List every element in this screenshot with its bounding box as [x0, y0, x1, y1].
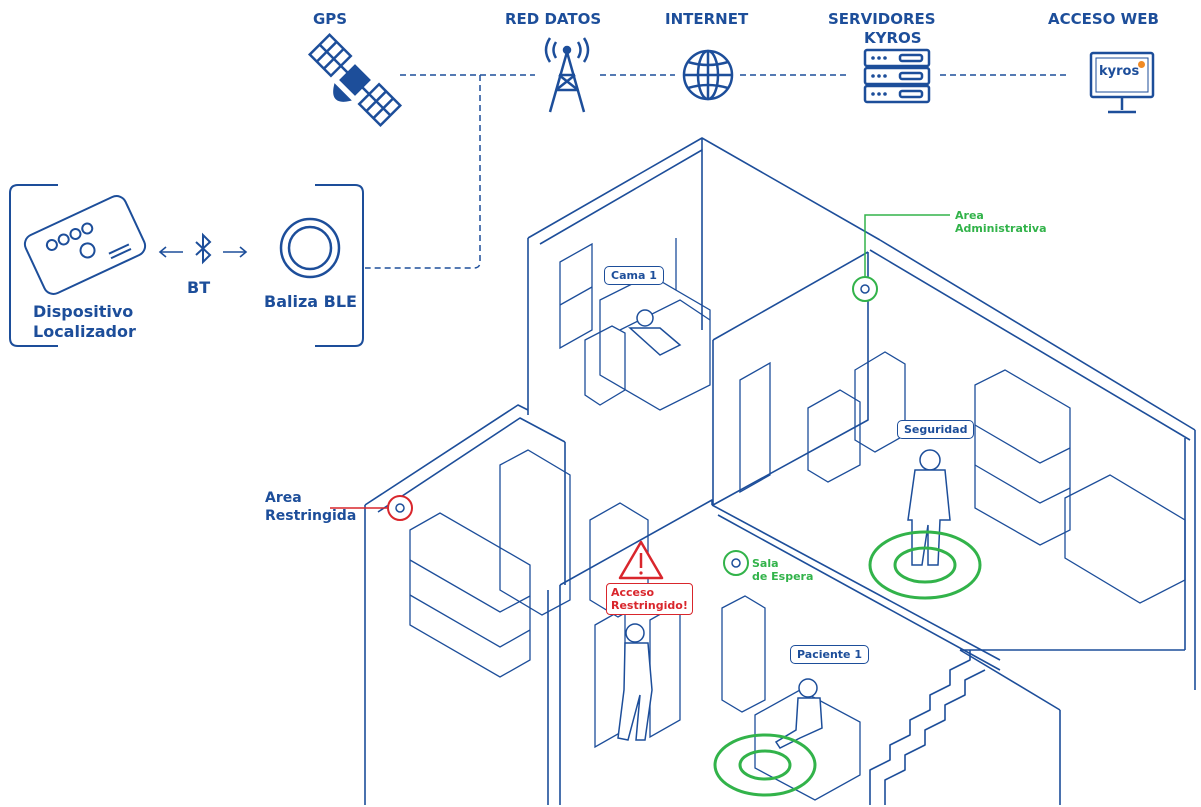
internet-label: INTERNET — [665, 10, 749, 28]
area-administrativa-label-1: Area — [955, 209, 984, 222]
seguridad-tag: Seguridad — [897, 420, 975, 439]
gps-label: GPS — [313, 10, 348, 28]
guard-figure-icon — [907, 449, 951, 566]
area-administrativa-label-2: Administrativa — [955, 222, 1047, 235]
satellite-icon — [307, 32, 403, 128]
visitor-figure-icon — [617, 623, 653, 741]
bed-patient-figure-icon — [628, 309, 682, 356]
globe-icon — [682, 49, 734, 101]
network-connectors — [365, 74, 1070, 269]
sala-espera-label-1: Sala — [752, 557, 779, 570]
ble-beacon-icon — [279, 217, 341, 279]
acceso-restringido-tag: Acceso Restringido! — [606, 583, 693, 615]
servidores-label: SERVIDORES — [828, 10, 936, 28]
warning-icon — [618, 540, 664, 580]
kyros-logo: kyros — [1099, 64, 1140, 79]
sala-espera-label-2: de Espera — [752, 570, 814, 583]
acceso-restringido-line2: Restringido! — [611, 599, 688, 612]
paciente-tag: Paciente 1 — [790, 645, 869, 664]
beacon-sala-icon — [723, 550, 749, 576]
beacon-administrativa-icon — [852, 214, 950, 302]
server-rack-icon — [863, 48, 931, 104]
patient-figure-icon — [774, 678, 823, 749]
dispositivo-label-2: Localizador — [33, 322, 136, 341]
bluetooth-link — [158, 246, 248, 258]
antenna-tower-icon — [544, 37, 590, 113]
acceso-restringido-line1: Acceso — [611, 586, 655, 599]
left-panel-frame — [9, 184, 364, 347]
kyros-logo-dot — [1138, 61, 1145, 68]
acceso-web-label: ACCESO WEB — [1048, 10, 1159, 28]
bluetooth-icon — [195, 232, 212, 265]
area-restringida-label-2: Restringida — [265, 508, 357, 524]
dispositivo-label-1: Dispositivo — [33, 302, 134, 321]
building-outline — [364, 137, 1196, 805]
bt-label: BT — [187, 278, 211, 297]
area-restringida-label-1: Area — [265, 490, 302, 506]
beacon-restringida-icon — [330, 495, 413, 521]
red-datos-label: RED DATOS — [505, 10, 602, 28]
baliza-label: Baliza BLE — [264, 292, 357, 311]
kyros-label: KYROS — [864, 29, 922, 47]
locator-device-icon — [23, 195, 147, 295]
zone-rings — [713, 530, 982, 797]
cama-tag: Cama 1 — [604, 266, 664, 285]
